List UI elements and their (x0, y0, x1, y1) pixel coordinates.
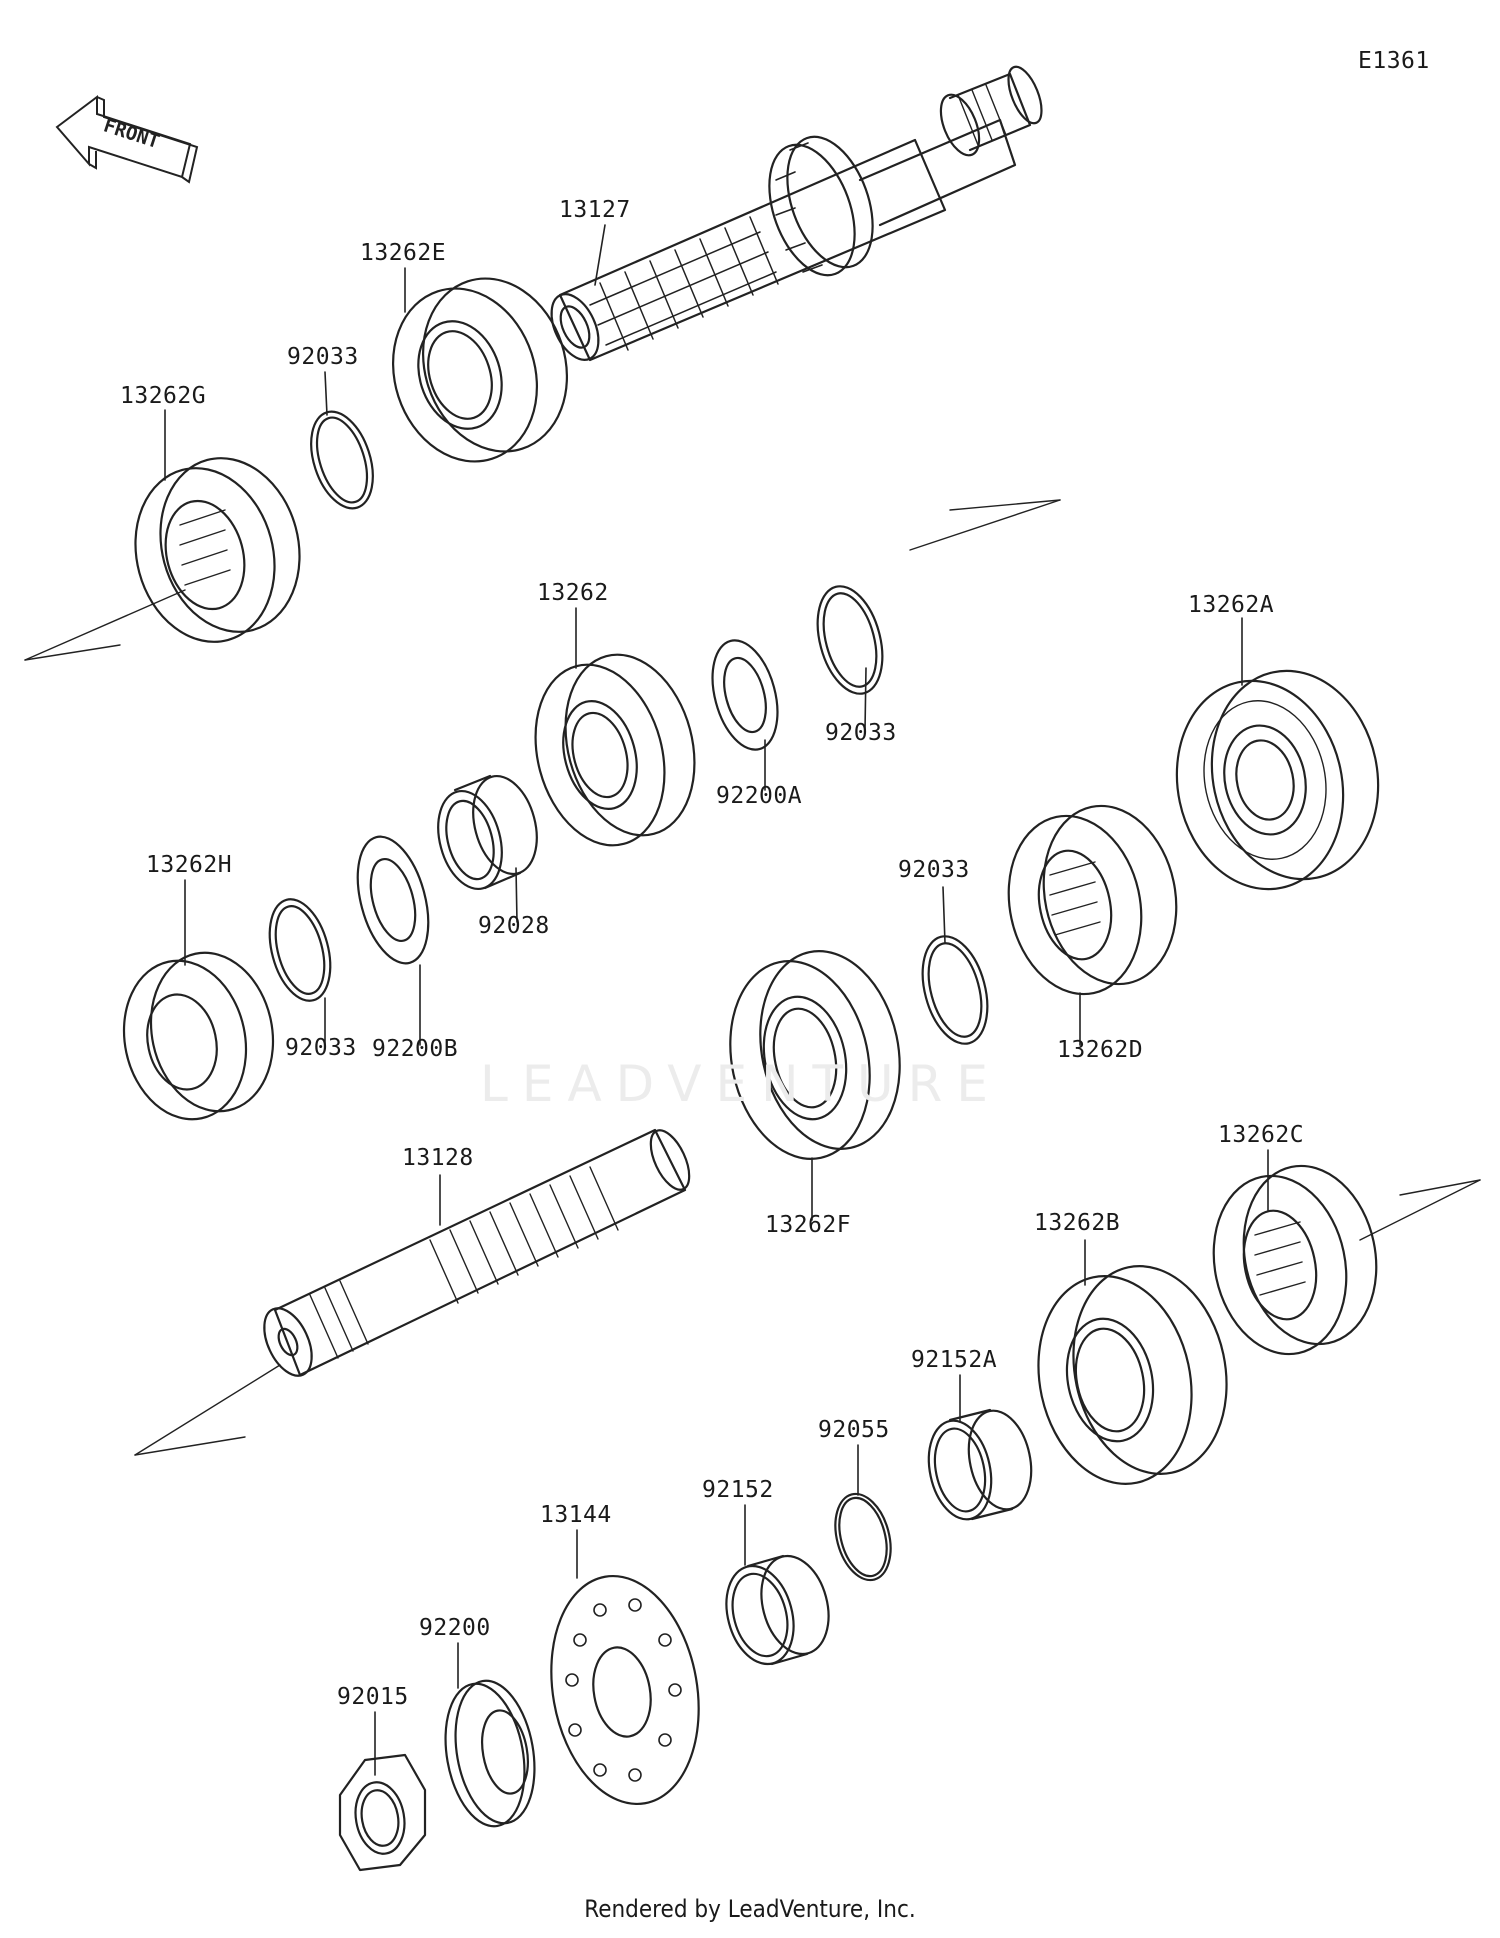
gear-13262F (729, 950, 901, 1160)
output-shaft-13128 (263, 1128, 691, 1377)
front-direction-arrow: FRONT (55, 95, 199, 184)
callout-13144[interactable]: 13144 (540, 1502, 612, 1528)
gear-13262C (1212, 1164, 1378, 1356)
callout-92033-c[interactable]: 92033 (285, 1035, 357, 1061)
o-ring-92055 (834, 1492, 892, 1582)
callout-13262C[interactable]: 13262C (1218, 1122, 1305, 1148)
callout-92152[interactable]: 92152 (702, 1477, 774, 1503)
callout-92200B[interactable]: 92200B (372, 1036, 459, 1062)
gear-13262B (1037, 1265, 1228, 1485)
watermark: LEADVENTURE (480, 1055, 1002, 1113)
callout-13262F[interactable]: 13262F (765, 1212, 852, 1238)
callout-92200[interactable]: 92200 (419, 1615, 491, 1641)
gear-13262G (134, 457, 301, 643)
callout-92200A[interactable]: 92200A (716, 783, 803, 809)
callout-13262E[interactable]: 13262E (360, 240, 447, 266)
callout-92055[interactable]: 92055 (818, 1417, 890, 1443)
gear-13262D (1007, 804, 1178, 996)
circlip-92033-a (310, 410, 374, 510)
collar-92152A (927, 1408, 1033, 1521)
washer-92200B (356, 835, 430, 965)
callout-92033-b[interactable]: 92033 (825, 720, 897, 746)
callout-13127[interactable]: 13127 (559, 197, 631, 223)
nut-92015 (338, 1753, 427, 1872)
callout-13262A[interactable]: 13262A (1188, 592, 1275, 618)
footer-credit: Rendered by LeadVenture, Inc. (584, 1895, 916, 1923)
callout-92015[interactable]: 92015 (337, 1684, 409, 1710)
gear-13262A (1175, 669, 1380, 891)
gear-13262E (391, 277, 569, 463)
sprocket-13144 (550, 1574, 700, 1806)
collar-92152 (725, 1554, 830, 1666)
callout-92028[interactable]: 92028 (478, 913, 550, 939)
gear-13262 (534, 653, 696, 847)
washer-92200A (711, 639, 779, 751)
callout-92033-a[interactable]: 92033 (287, 344, 359, 370)
diagram-code: E1361 (1358, 48, 1430, 74)
callout-13262G[interactable]: 13262G (120, 383, 207, 409)
callout-92152A[interactable]: 92152A (911, 1347, 998, 1373)
input-shaft-13127 (550, 65, 1043, 362)
callout-13262D[interactable]: 13262D (1057, 1037, 1144, 1063)
callout-13262H[interactable]: 13262H (146, 852, 233, 878)
circlip-92033-b (816, 585, 884, 695)
callout-92033-d[interactable]: 92033 (898, 857, 970, 883)
circlip-92033-d (921, 935, 989, 1045)
callout-13262B[interactable]: 13262B (1034, 1210, 1121, 1236)
washer-92200 (444, 1679, 536, 1828)
bushing-92028 (437, 774, 538, 891)
front-label: FRONT (101, 114, 162, 153)
circlip-92033-c (268, 898, 332, 1002)
callout-13262[interactable]: 13262 (537, 580, 609, 606)
callout-13128[interactable]: 13128 (402, 1145, 474, 1171)
gear-13262H (122, 951, 275, 1121)
